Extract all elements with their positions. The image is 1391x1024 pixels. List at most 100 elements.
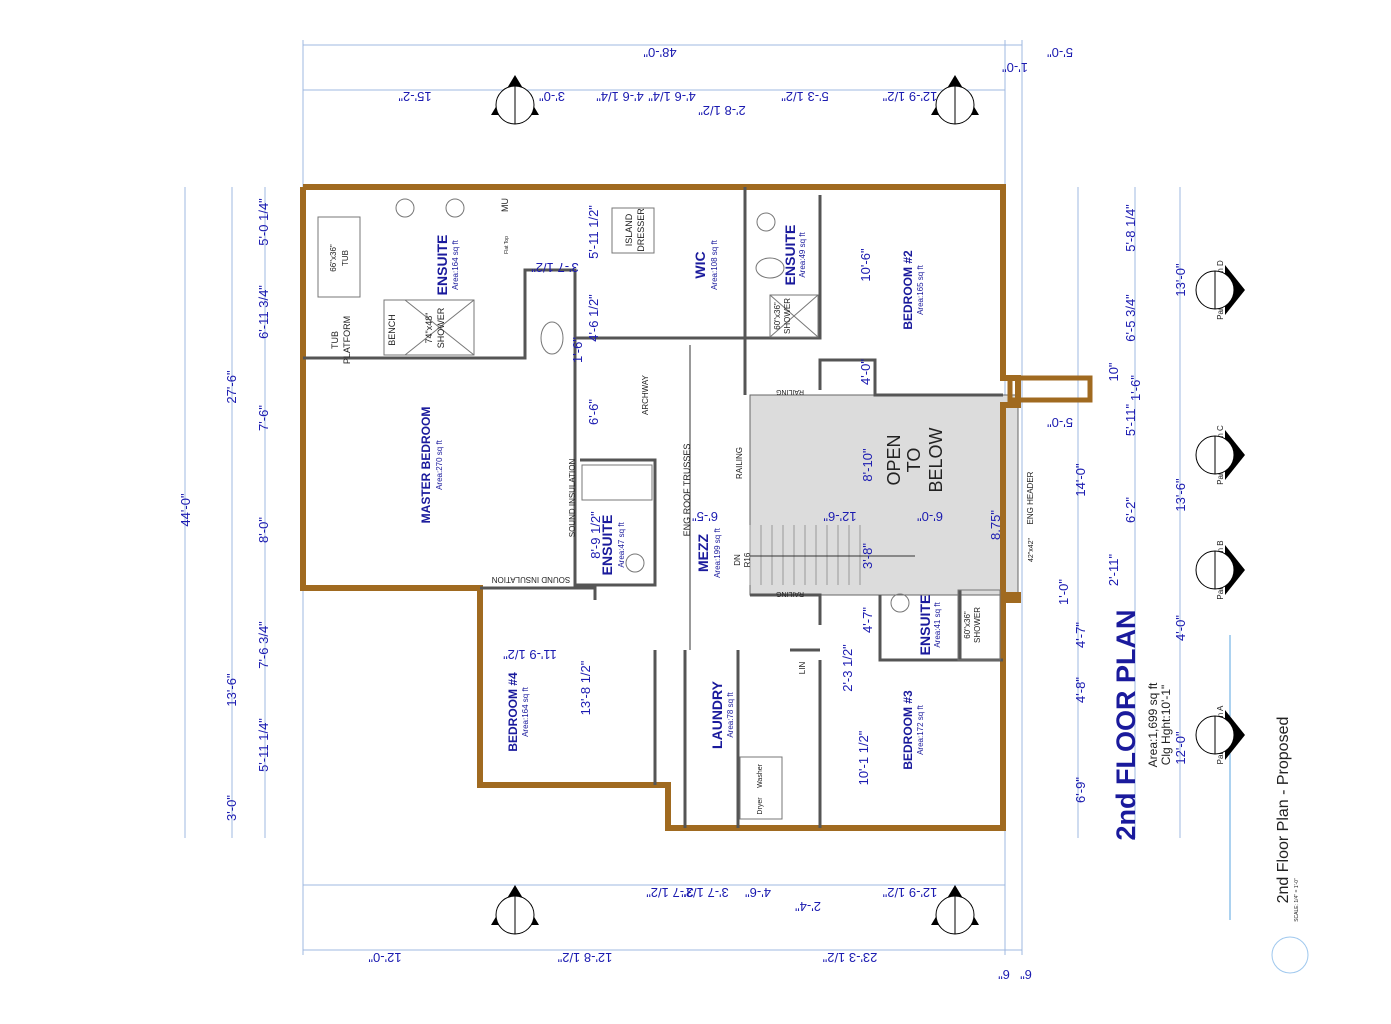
room-area: Area:49 sq ft — [798, 232, 807, 278]
dimension-bottom: 6" — [1020, 967, 1032, 982]
fixture-label: 74"x48" — [424, 313, 434, 344]
dimension-right: 12'-0" — [1173, 731, 1188, 765]
fixture-label: DN — [733, 554, 742, 566]
room-name: MASTER BEDROOM — [419, 407, 433, 524]
dimension-interior: 12'-6" — [823, 509, 857, 524]
fixture-label: SOUND INSULATION — [492, 575, 571, 584]
room-name: MEZZ — [695, 534, 711, 573]
dimension-right: 1'-0" — [1056, 579, 1071, 605]
dimension-left: 13'-6" — [224, 673, 239, 707]
fixture-label: 60"x36" — [963, 611, 972, 639]
fixture-label: BENCH — [387, 314, 397, 346]
room-name: BEDROOM #3 — [901, 690, 915, 770]
fixture-label: TO — [904, 448, 924, 473]
dimension-top: 4'-6 1/4" — [596, 89, 644, 104]
dimension-top: 5'-3 1/2" — [781, 89, 829, 104]
fixture-label: BELOW — [926, 427, 946, 492]
room-name: ENSUITE — [434, 235, 450, 296]
section-marker — [1195, 430, 1245, 480]
ceiling-height: Clg Hght:10'-1" — [1159, 685, 1173, 766]
dimension-interior: 6'-0" — [917, 509, 943, 524]
interior-walls — [303, 187, 1003, 828]
fixture-label: PLATFORM — [342, 316, 352, 364]
dimension-bottom: 23'-3 1/2" — [822, 950, 877, 965]
dimension-interior: 8'-10" — [860, 448, 875, 482]
fixture-label: SOUND INSULATION — [568, 459, 577, 538]
dimension-right: 4'-8" — [1073, 677, 1088, 703]
room-area: Area:199 sq ft — [713, 527, 722, 578]
stairs — [749, 525, 861, 585]
room-area: Area:108 sq ft — [710, 239, 719, 290]
dimension-right: 13'-6" — [1173, 478, 1188, 512]
dimension-left: 27'-6" — [224, 370, 239, 404]
room-name: LAUNDRY — [709, 680, 725, 749]
fixture-label: ARCHWAY — [641, 374, 650, 415]
dimension-interior: 5'-11 1/2" — [586, 205, 601, 259]
section-marker — [491, 75, 539, 125]
dimension-interior: 4'-7" — [860, 607, 875, 633]
fixture-label: ENG HEADER — [1026, 471, 1035, 524]
fixture-label: RAILING — [735, 447, 744, 479]
dimension-interior: 2'-3 1/2" — [840, 644, 855, 692]
dimension-left: 5'-11 1/4" — [256, 718, 271, 772]
sheet-title: 2nd Floor Plan - Proposed — [1275, 717, 1292, 904]
room-area: Area:165 sq ft — [916, 264, 925, 315]
dimension-bottom: 4'-6" — [745, 885, 771, 900]
dimension-interior: 11'-9 1/2" — [503, 647, 557, 662]
fixture-label: SHOWER — [973, 607, 982, 643]
fixture-label: RAILING — [776, 388, 804, 395]
dimension-right: 10" — [1106, 362, 1121, 381]
sheet-title-marker — [1271, 936, 1309, 974]
fixture-label: 60"x36" — [773, 302, 782, 330]
room-area: Area:47 sq ft — [617, 522, 626, 568]
dimension-interior: 6'-5" — [692, 509, 718, 524]
section-marker — [491, 885, 539, 935]
dimension-right: 6'-5 3/4" — [1123, 294, 1138, 342]
fixture-label: TUB — [330, 331, 340, 349]
fixture-label: 66"x36" — [329, 244, 338, 272]
room-name: ENSUITE — [782, 225, 798, 286]
dimension-top: 5'-0" — [1047, 45, 1073, 60]
dimension-right: 13'-0" — [1173, 263, 1188, 297]
bump-out — [1007, 375, 1093, 403]
plan-title: 2nd FLOOR PLAN — [1111, 610, 1141, 841]
section-marker — [1195, 545, 1245, 595]
section-marker — [931, 75, 979, 125]
dimension-right: 14'-0" — [1073, 463, 1088, 497]
dimension-interior: 3'-8" — [860, 543, 875, 569]
dimension-left: 8'-0" — [256, 517, 271, 543]
dimension-right: 5'-11" — [1123, 404, 1138, 437]
dimension-interior: 10'-1 1/2" — [856, 730, 871, 785]
dimension-left: 3'-0" — [224, 795, 239, 821]
dimension-top: 12'-9 1/2" — [882, 89, 937, 104]
dimension-left: 7'-6 3/4" — [256, 621, 271, 669]
fixture-label: Washer — [757, 763, 764, 788]
dimension-top: 4'-6 1/4" — [648, 89, 696, 104]
dimension-right: 6'-9" — [1073, 777, 1088, 803]
dimension-right: 4'-0" — [1173, 615, 1188, 641]
dimension-left: 44'-0" — [178, 493, 193, 527]
dimension-top: 2'-8 1/2" — [698, 103, 746, 118]
section-marker — [931, 885, 979, 935]
room-name: WIC — [692, 251, 708, 278]
room-name: BEDROOM #4 — [506, 672, 520, 752]
fixture-label: RAILING — [776, 590, 804, 597]
room-name: BEDROOM #2 — [901, 250, 915, 330]
fixture-label: Flat Top — [504, 236, 510, 254]
dimension-interior: 10'-6" — [858, 248, 873, 282]
fixture-label: SHOWER — [783, 298, 792, 334]
dimension-top: 15'-2" — [398, 89, 432, 104]
fixture-label: R16 — [743, 552, 752, 567]
dimension-left: 7'-6" — [256, 405, 271, 431]
dimension-bottom: 3'-7 1/2" — [646, 885, 694, 900]
room-name: ENSUITE — [599, 515, 615, 576]
scale-note: SCALE: 1/4" = 1'-0" — [1294, 878, 1300, 922]
room-area: Area:41 sq ft — [933, 602, 942, 648]
dimension-top: 48'-0" — [643, 45, 677, 60]
dimension-right: 5'-0" — [1047, 415, 1073, 430]
room-name: ENSUITE — [917, 595, 933, 656]
fixture-label: DRESSER — [636, 208, 646, 252]
dimension-right: 2'-11" — [1106, 554, 1121, 587]
dimension-interior: 13'-8 1/2" — [578, 660, 593, 715]
